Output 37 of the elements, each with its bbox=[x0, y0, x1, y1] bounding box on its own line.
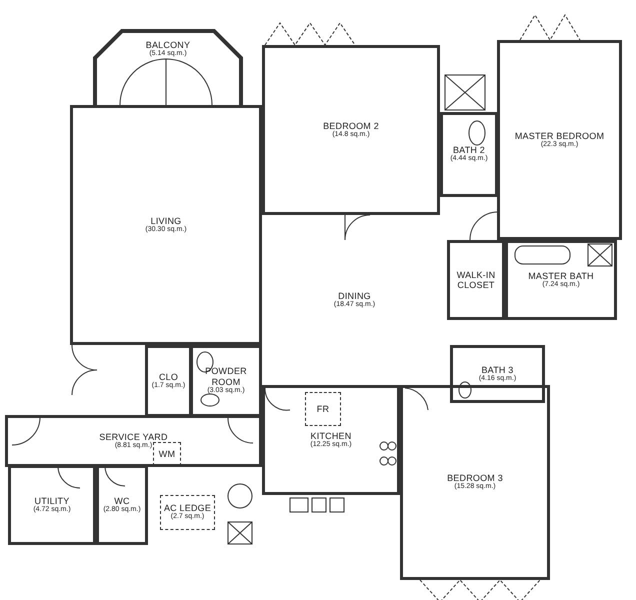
room-name: BATH 3 bbox=[481, 364, 514, 375]
room-outline bbox=[96, 465, 148, 545]
appliance-label: FR bbox=[316, 404, 330, 414]
room-outline bbox=[400, 385, 550, 580]
dashed-outline bbox=[153, 442, 181, 466]
room-outline bbox=[450, 345, 545, 403]
room-name: UTILITY bbox=[34, 496, 70, 506]
room-name: BALCONY bbox=[146, 40, 190, 50]
room-name: WALK-IN CLOSET bbox=[456, 270, 496, 290]
dashed-outline bbox=[160, 495, 215, 530]
room-outline bbox=[70, 105, 262, 345]
room-name: SERVICE YARD bbox=[99, 432, 168, 442]
room-name: MASTER BEDROOM bbox=[514, 130, 604, 141]
room-name: CLO bbox=[158, 372, 178, 382]
balcony-outline bbox=[92, 28, 244, 108]
room-name: MASTER BATH bbox=[528, 270, 594, 281]
dashed-outline bbox=[305, 392, 341, 426]
room-name: BEDROOM 3 bbox=[447, 473, 503, 484]
room-outline bbox=[497, 40, 622, 240]
room-outline bbox=[262, 45, 440, 215]
room-outline bbox=[145, 345, 192, 417]
room-name: LIVING bbox=[150, 216, 182, 226]
room-name: WC bbox=[114, 496, 130, 506]
room-name: DINING bbox=[338, 290, 371, 301]
room-outline bbox=[262, 385, 400, 495]
appliance-label: WM bbox=[158, 448, 176, 460]
room-name: POWDER ROOM bbox=[204, 366, 248, 387]
room-outline bbox=[440, 112, 498, 197]
room-outline bbox=[8, 465, 96, 545]
room-name: BATH 2 bbox=[452, 145, 486, 156]
room-name: KITCHEN bbox=[310, 430, 352, 441]
room-name: BEDROOM 2 bbox=[323, 120, 379, 131]
room-outline bbox=[505, 240, 617, 320]
room-outline bbox=[447, 240, 505, 320]
room-outline bbox=[5, 415, 262, 467]
room-outline bbox=[190, 345, 262, 417]
room-name: AC LEDGE bbox=[164, 503, 212, 514]
